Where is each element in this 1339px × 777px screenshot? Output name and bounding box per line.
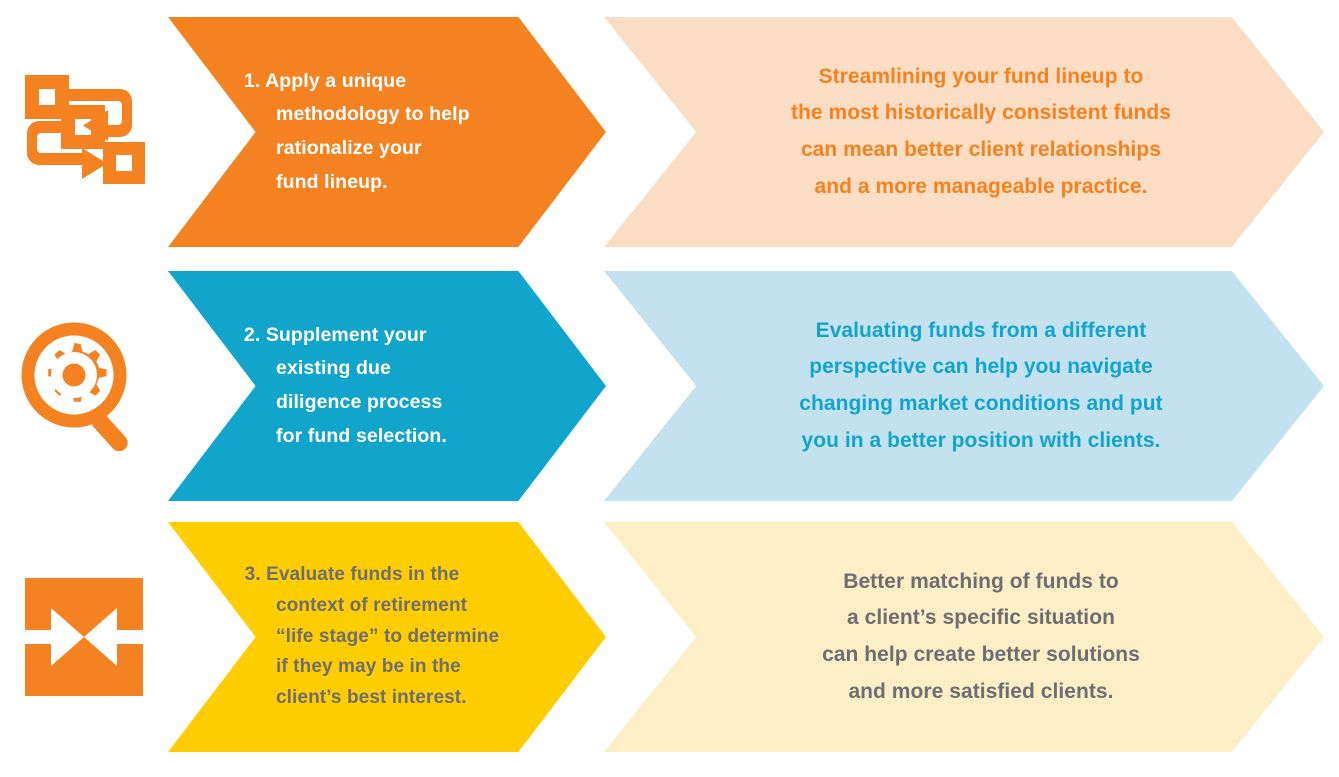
icon-cell-step-3 bbox=[0, 522, 168, 752]
step-1-line-1: 1. Apply a unique bbox=[243, 69, 407, 92]
step-3-line-3: “life stage” to determine bbox=[276, 625, 500, 647]
step-3-line-1: 3. Evaluate funds in the bbox=[244, 564, 460, 586]
outcome-text-3: Better matching of funds to a client’s sp… bbox=[718, 564, 1210, 710]
outcome-3-line-1: Better matching of funds to bbox=[843, 569, 1119, 593]
step-2-line-4: for fund selection. bbox=[276, 424, 447, 447]
step-1-number: 1. bbox=[243, 69, 266, 92]
step-chevron-1: 1. Apply a unique methodology to help rati… bbox=[168, 17, 606, 247]
converging-arrows-icon bbox=[25, 578, 143, 696]
outcome-2-line-1: Evaluating funds from a different bbox=[815, 318, 1147, 342]
outcome-3-line-3: can help create better solutions bbox=[822, 643, 1140, 666]
process-row-3: 3. Evaluate funds in the context of retir… bbox=[0, 522, 1339, 752]
outcome-panel-3: Better matching of funds to a client’s sp… bbox=[604, 522, 1324, 752]
outcome-panel-1: Streamlining your fund lineup to the most… bbox=[604, 17, 1324, 247]
step-1-line-3: rationalize your bbox=[276, 137, 422, 159]
outcome-1-line-1: Streamlining your fund lineup to bbox=[818, 64, 1144, 88]
process-row-2: 2. Supplement your existing due diligence … bbox=[0, 271, 1339, 501]
step-text-3: 3. Evaluate funds in the context of retir… bbox=[168, 560, 515, 714]
outcome-1-line-3: can mean better client relationships bbox=[800, 138, 1162, 161]
step-text-2: 2. Supplement your existing due diligence … bbox=[168, 319, 463, 453]
outcome-2-line-3: changing market conditions and put bbox=[799, 392, 1163, 415]
outcome-panel-2: Evaluating funds from a different perspec… bbox=[604, 271, 1324, 501]
step-chevron-2: 2. Supplement your existing due diligence … bbox=[168, 271, 606, 501]
step-3-line-2: context of retirement bbox=[276, 594, 468, 616]
outcome-3-line-2: a client’s specific situation bbox=[847, 606, 1115, 630]
step-2-line-1: 2. Supplement your bbox=[243, 323, 427, 346]
step-chevron-3: 3. Evaluate funds in the context of retir… bbox=[168, 522, 606, 752]
step-3-line-5: client’s best interest. bbox=[276, 687, 467, 709]
outcome-1-line-2: the most historically consistent funds bbox=[791, 101, 1171, 125]
step-2-line-2: existing due bbox=[276, 357, 391, 380]
workflow-process-icon bbox=[25, 74, 145, 184]
step-3-line-4: if they may be in the bbox=[276, 656, 461, 678]
outcome-3-line-4: and more satisfied clients. bbox=[848, 679, 1114, 703]
step-2-number: 2. bbox=[243, 323, 266, 346]
step-2-line-3: diligence process bbox=[276, 391, 443, 413]
outcome-text-1: Streamlining your fund lineup to the most… bbox=[687, 59, 1241, 205]
step-text-1: 1. Apply a unique methodology to help rati… bbox=[168, 65, 486, 199]
process-row-1: 1. Apply a unique methodology to help rati… bbox=[0, 17, 1339, 247]
step-1-line-4: fund lineup. bbox=[276, 170, 388, 193]
outcome-1-line-4: and a more manageable practice. bbox=[814, 174, 1148, 198]
outcome-2-line-2: perspective can help you navigate bbox=[809, 355, 1153, 379]
outcome-text-2: Evaluating funds from a different perspec… bbox=[695, 313, 1232, 459]
icon-cell-step-2 bbox=[0, 271, 168, 501]
step-1-line-2: methodology to help bbox=[276, 103, 470, 126]
magnifier-gear-icon bbox=[21, 322, 128, 451]
step-3-number: 3. bbox=[244, 564, 267, 586]
icon-cell-step-1 bbox=[0, 17, 168, 247]
outcome-2-line-4: you in a better position with clients. bbox=[801, 428, 1161, 452]
